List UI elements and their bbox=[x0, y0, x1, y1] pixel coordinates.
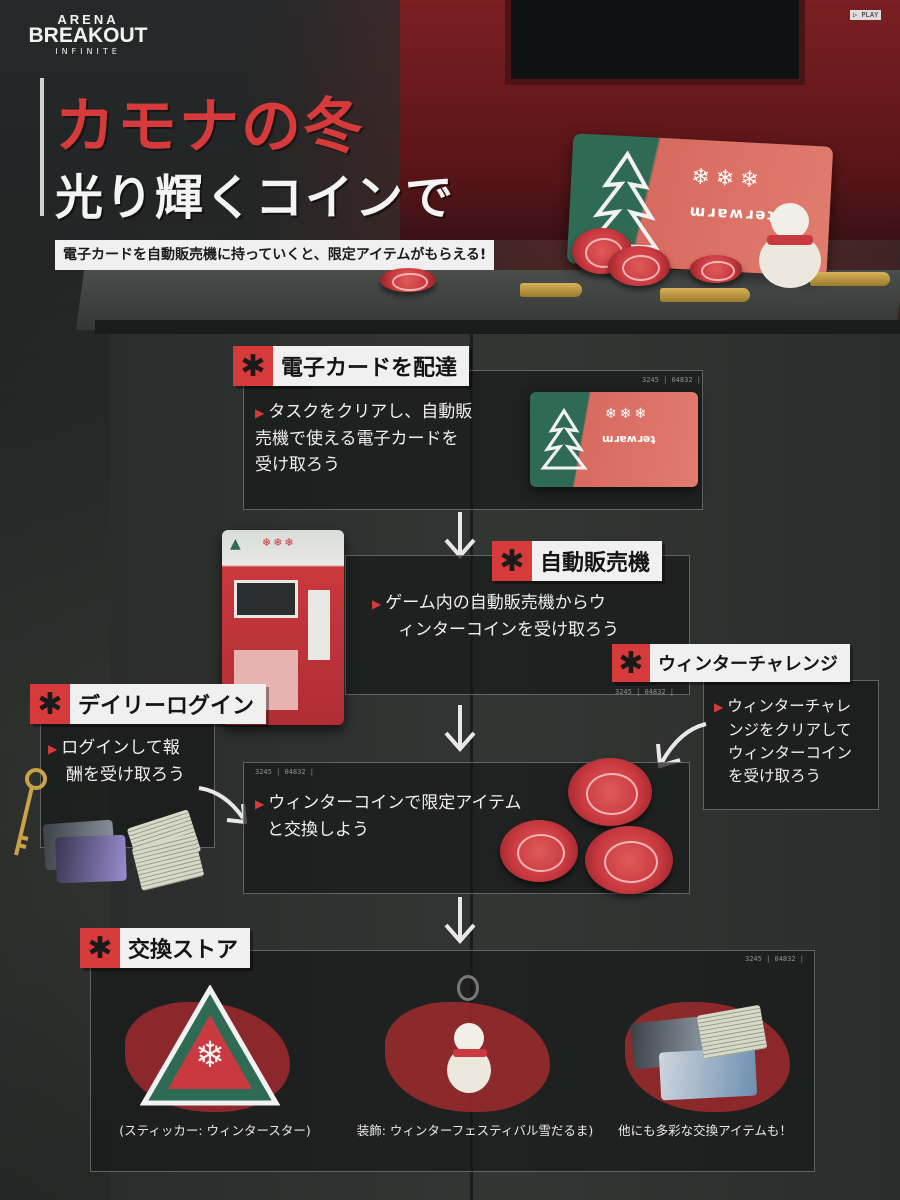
table-edge bbox=[95, 320, 900, 334]
exchange-text: ▶ウィンターコインで限定アイテム と交換しよう bbox=[255, 790, 555, 843]
electronic-card-image: ❄❄❄ ɯɹɐʍɹǝʇ bbox=[530, 392, 698, 487]
delivery-line-3: 受け取ろう bbox=[255, 455, 340, 475]
bullet bbox=[660, 288, 750, 302]
challenge-heading: ✱ ウィンターチャレンジ bbox=[612, 644, 850, 682]
winter-coin bbox=[568, 758, 652, 826]
hero-snowman bbox=[755, 195, 825, 290]
logo-line-1: ARENA bbox=[57, 12, 119, 27]
game-logo: ARENA BREAKOUT INFINITE bbox=[18, 12, 158, 56]
bullet-triangle-icon: ▶ bbox=[48, 742, 58, 756]
winter-star-sticker: ❄ bbox=[140, 985, 280, 1106]
challenge-text: ▶ウィンターチャレ ンジをクリアして ウィンターコイン を受け取ろう bbox=[714, 695, 874, 788]
hud-code: 3245 | 04832 | bbox=[642, 376, 702, 384]
login-line-1: ログインして報 bbox=[61, 738, 180, 758]
vending-text: ▶ゲーム内の自動販売機からウ ィンターコインを受け取ろう bbox=[372, 590, 672, 643]
asterisk-icon: ✱ bbox=[80, 928, 120, 968]
charm-ring bbox=[457, 975, 479, 1001]
vending-slot bbox=[308, 590, 330, 660]
bullet-triangle-icon: ▶ bbox=[372, 597, 382, 611]
background-window bbox=[505, 0, 805, 85]
coin bbox=[380, 268, 436, 292]
challenge-line-4: を受け取ろう bbox=[728, 767, 822, 785]
hud-code: 3245 | 04832 | bbox=[745, 955, 805, 963]
arrow-down-icon bbox=[444, 705, 476, 753]
bullet-triangle-icon: ▶ bbox=[714, 700, 724, 714]
store-caption-sticker: (スティッカー: ウィンタースター) bbox=[119, 1123, 311, 1138]
challenge-panel bbox=[703, 680, 879, 810]
vending-line-1: ゲーム内の自動販売機からウ bbox=[385, 593, 606, 613]
challenge-line-2: ンジをクリアして bbox=[728, 721, 852, 739]
bullet-triangle-icon: ▶ bbox=[255, 406, 265, 420]
key-icon bbox=[14, 768, 47, 856]
challenge-heading-label: ウィンターチャレンジ bbox=[658, 654, 838, 675]
vending-heading-label: 自動販売機 bbox=[540, 551, 651, 576]
login-heading-label: デイリーログイン bbox=[78, 694, 255, 719]
store-caption-more: 他にも多彩な交換アイテムも！ bbox=[618, 1123, 792, 1138]
intro-banner: 電子カードを自動販売機に持っていくと、限定アイテムがもらえる! bbox=[55, 240, 495, 270]
vending-screen bbox=[234, 580, 298, 618]
svg-text:❄: ❄ bbox=[195, 1035, 225, 1076]
tree-icon bbox=[540, 407, 588, 470]
hud-code: 3245 | 04832 | bbox=[615, 688, 675, 696]
logo-line-2: BREAKOUT bbox=[28, 24, 148, 47]
store-heading: ✱ 交換ストア bbox=[80, 928, 251, 968]
login-heading: ✱ デイリーログイン bbox=[30, 684, 267, 724]
delivery-text: ▶タスクをクリアし、自動販 売機で使える電子カードを 受け取ろう bbox=[255, 399, 525, 478]
challenge-line-3: ウィンターコイン bbox=[728, 744, 853, 762]
vending-heading: ✱ 自動販売機 bbox=[492, 541, 663, 581]
store-caption-snowman: 装飾: ウィンターフェスティバル雪だるま) bbox=[356, 1123, 594, 1138]
snowman-head bbox=[771, 203, 809, 239]
delivery-heading: ✱ 電子カードを配達 bbox=[233, 346, 470, 386]
snowman-charm bbox=[445, 975, 495, 1100]
snowflake-icons: ❄❄❄ bbox=[690, 164, 766, 194]
bullet-triangle-icon: ▶ bbox=[255, 797, 265, 811]
arrow-down-icon bbox=[444, 512, 476, 560]
hud-code: 3245 | 04832 | bbox=[255, 768, 315, 776]
snowman-scarf bbox=[453, 1049, 487, 1057]
challenge-line-1: ウィンターチャレ bbox=[727, 697, 852, 715]
snowman-scarf bbox=[767, 235, 813, 245]
login-text: ▶ログインして報 酬を受け取ろう bbox=[48, 735, 218, 788]
bullet bbox=[810, 272, 890, 286]
asterisk-icon: ✱ bbox=[612, 644, 650, 682]
exchange-line-2: と交換しよう bbox=[267, 820, 369, 840]
coin bbox=[608, 246, 670, 286]
coin bbox=[690, 255, 742, 283]
asterisk-icon: ✱ bbox=[492, 541, 532, 581]
play-badge: ▷ PLAY bbox=[850, 10, 882, 20]
logo-line-3: INFINITE bbox=[55, 47, 121, 56]
snowflake-icons: ❄❄❄ bbox=[605, 406, 650, 422]
winter-coin bbox=[585, 826, 673, 894]
delivery-line-1: タスクをクリアし、自動販 bbox=[268, 402, 473, 422]
page-title: カモナの冬 bbox=[55, 92, 365, 162]
title-accent-bar bbox=[40, 78, 44, 216]
store-heading-label: 交換ストア bbox=[128, 938, 239, 963]
ticket-image bbox=[55, 834, 127, 884]
bullet bbox=[520, 283, 582, 297]
login-line-2: 酬を受け取ろう bbox=[66, 765, 185, 785]
asterisk-icon: ✱ bbox=[30, 684, 70, 724]
asterisk-icon: ✱ bbox=[233, 346, 273, 386]
exchange-line-1: ウィンターコインで限定アイテム bbox=[268, 793, 522, 813]
delivery-heading-label: 電子カードを配達 bbox=[281, 356, 458, 381]
arrow-down-icon bbox=[444, 897, 476, 945]
snowflake-icons: ❄❄❄ bbox=[262, 536, 296, 549]
card-label: ɯɹɐʍɹǝʇ bbox=[602, 432, 656, 445]
delivery-line-2: 売機で使える電子カードを bbox=[255, 429, 459, 449]
page-subtitle-heading: 光り輝くコインで bbox=[55, 170, 456, 226]
winter-coin bbox=[500, 820, 578, 882]
tree-icon: ▲ bbox=[230, 536, 241, 552]
vending-line-2: ィンターコインを受け取ろう bbox=[398, 620, 619, 640]
